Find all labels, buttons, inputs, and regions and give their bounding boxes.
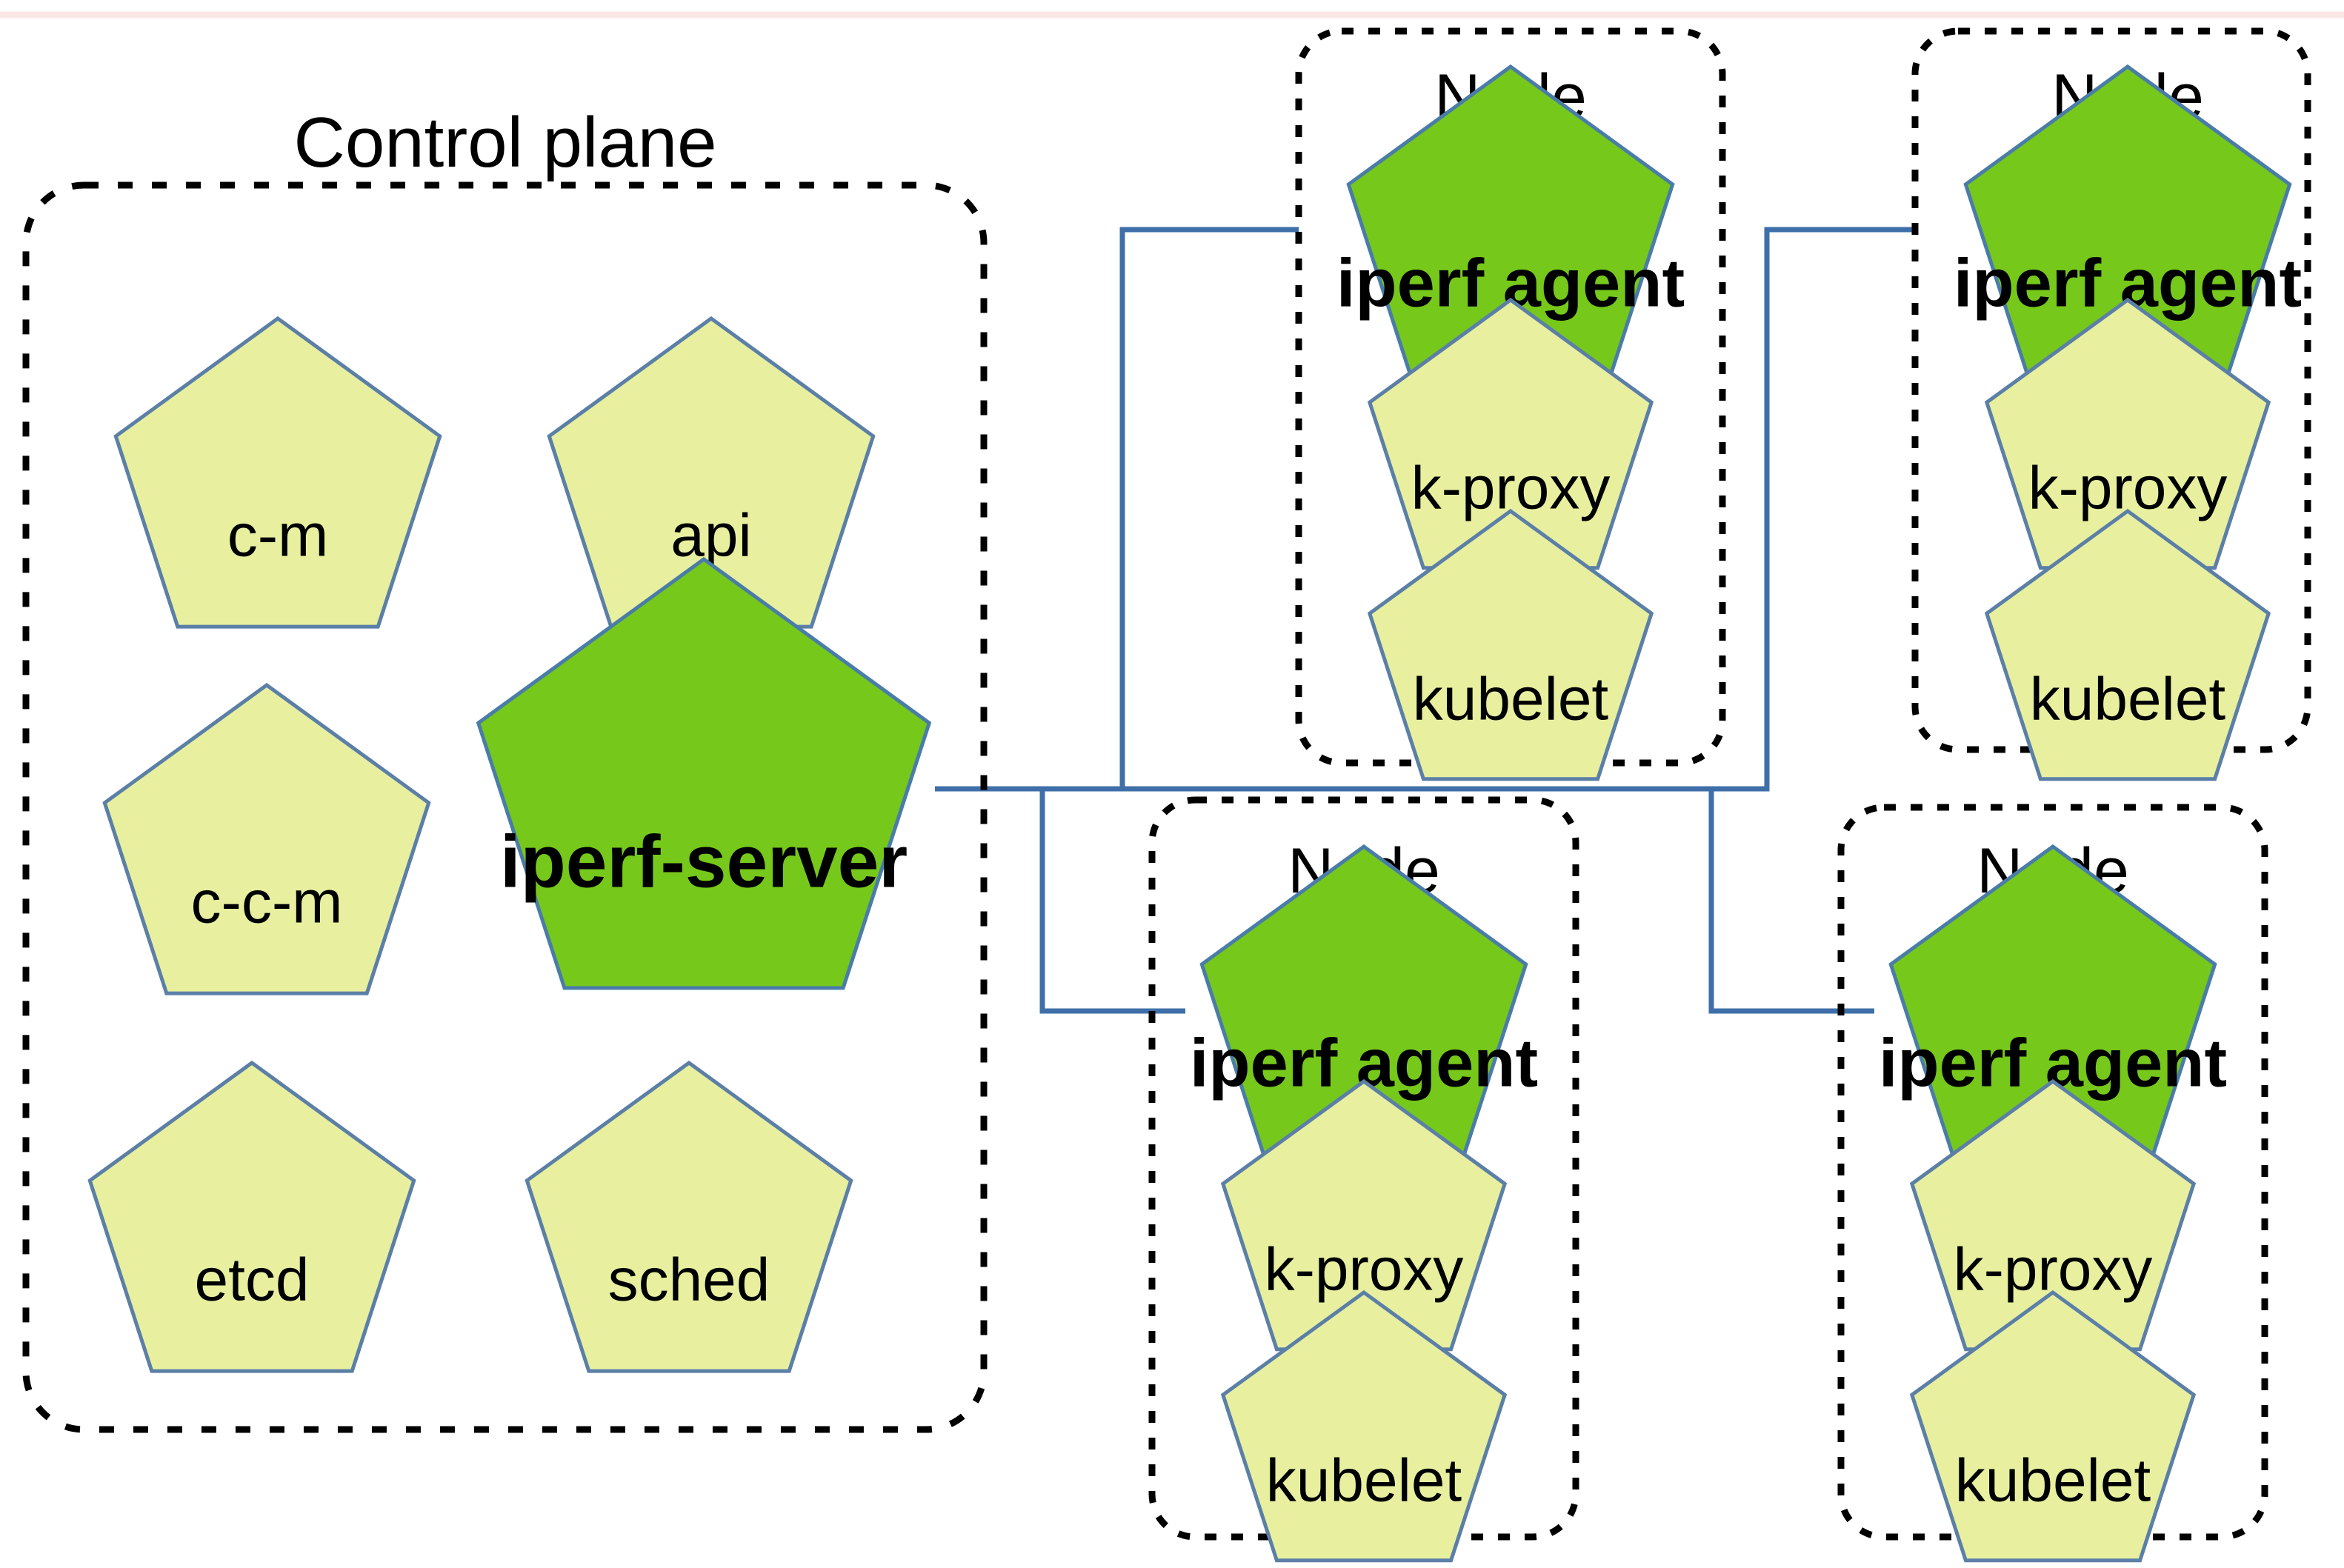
pentagon-kubelet-label: kubelet [2030,666,2226,733]
control-plane-box-border [22,181,988,1433]
pentagon-iperf-server-label: iperf-server [500,820,908,903]
control-plane-sched[interactable]: sched [525,1060,853,1373]
pentagon-kubelet-label: kubelet [1413,666,1609,733]
pentagon-iperf-server-shape [476,556,932,990]
pentagon-kubelet-label: kubelet [1955,1447,2151,1515]
node-bottom-left-box-border [1148,796,1579,1541]
pentagon-kubelet-shape [1220,1290,1508,1563]
control-plane-box: Control plane [22,103,988,1433]
pentagon-sched-label: sched [608,1247,770,1314]
control-plane-cm[interactable]: c-m [113,316,442,629]
pentagon-kubelet-shape [1909,1290,2197,1563]
control-plane-etcd[interactable]: etcd [87,1060,416,1373]
pentagon-kubelet-shape [1984,508,2271,781]
connector-server-to-node-bottom-right [935,786,1874,1014]
pentagon-api-label: api [670,502,751,570]
pentagon-ccm-shape [102,682,431,995]
connector-group [935,227,1915,1014]
control-plane-api[interactable]: api [547,316,876,629]
pentagon-cm-shape [113,316,442,629]
pentagon-cm-label: c-m [227,502,329,570]
node-bottom-left-k-proxy[interactable]: k-proxy [1220,1078,1508,1352]
pentagon-kubelet-label: kubelet [1266,1447,1462,1515]
node-bottom-left-kubelet[interactable]: kubelet [1220,1290,1508,1563]
pentagon-etcd-label: etcd [195,1247,310,1314]
node-bottom-right-kubelet[interactable]: kubelet [1909,1290,2197,1563]
node-top-right-kubelet[interactable]: kubelet [1984,508,2271,781]
pentagon-sched-shape [525,1060,853,1373]
pentagon-ccm-label: c-c-m [191,869,343,936]
control-plane-box-label: Control plane [293,103,716,182]
pentagon-kubelet-shape [1367,508,1654,781]
node-bottom-right-k-proxy[interactable]: k-proxy [1909,1078,2197,1352]
pentagon-etcd-shape [87,1060,416,1373]
node-top-left-kubelet[interactable]: kubelet [1367,508,1654,781]
node-top-left-k-proxy[interactable]: k-proxy [1367,297,1654,570]
control-plane-iperf-server[interactable]: iperf-server [476,556,932,990]
control-plane-ccm[interactable]: c-c-m [102,682,431,995]
